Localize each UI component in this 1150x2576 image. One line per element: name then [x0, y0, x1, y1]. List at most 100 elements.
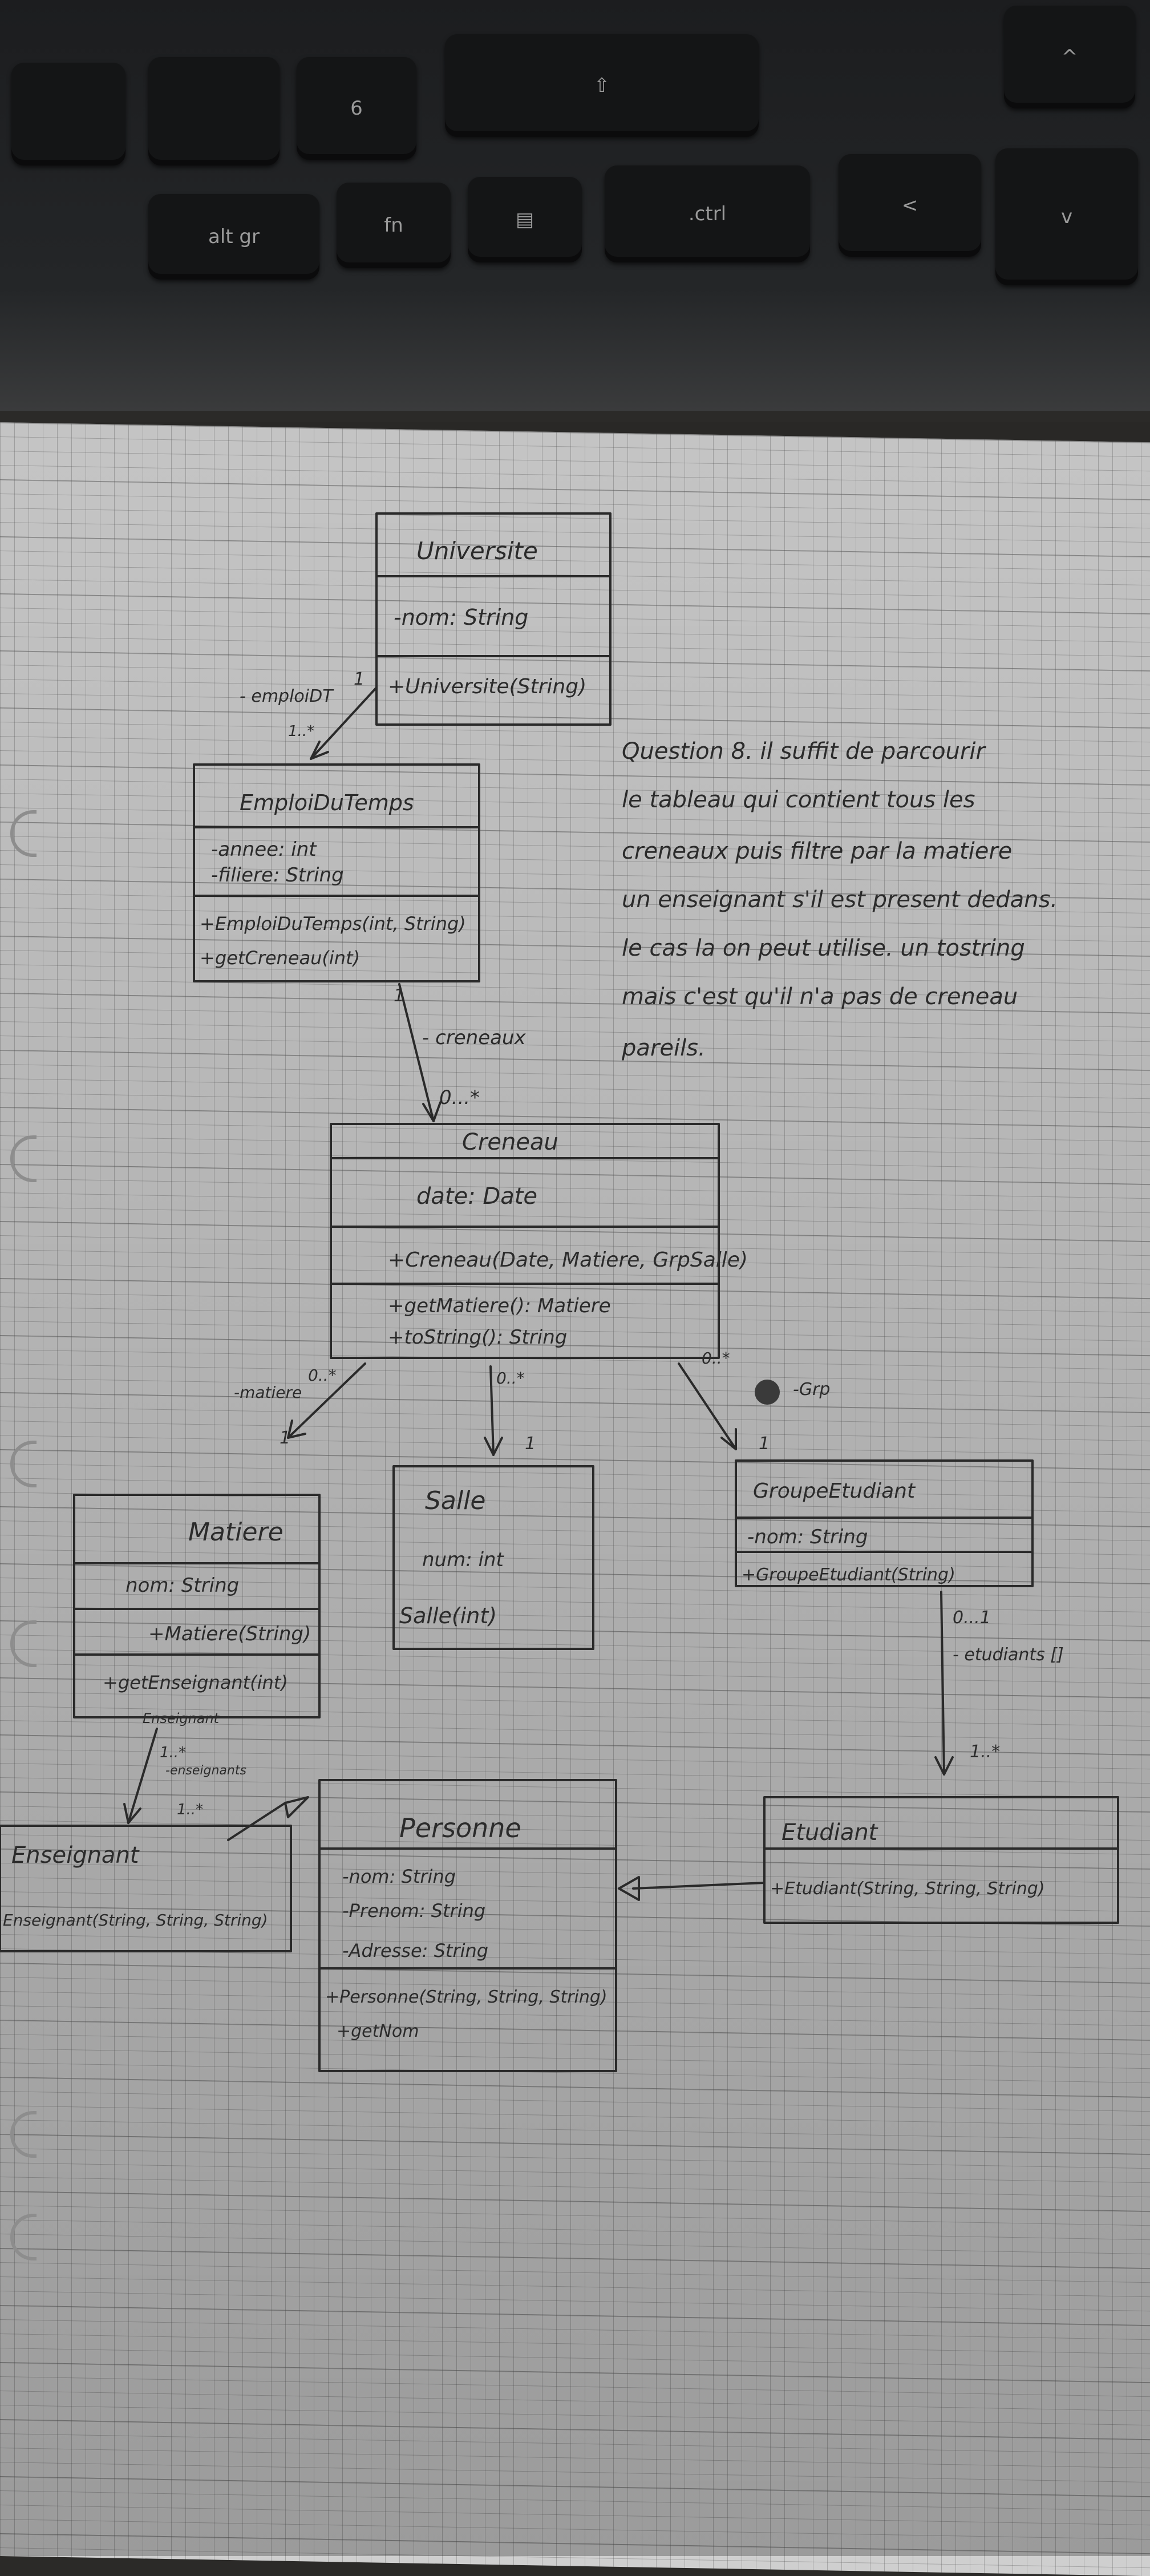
role-label: -matiere	[234, 1383, 302, 1402]
key-ctrl[interactable]: .ctrl	[605, 165, 810, 262]
mult-label: 0..*	[496, 1369, 525, 1388]
assoc-edt-creneau	[398, 983, 435, 1122]
note-line: un enseignant s'il est present dedans.	[622, 887, 1058, 913]
assoc-creneau-salle	[489, 1365, 495, 1456]
mult-label: 1..*	[288, 723, 314, 740]
assoc-univ-edt	[310, 686, 378, 760]
assoc-creneau-matiere	[287, 1362, 366, 1439]
arrow-head	[934, 1756, 954, 1776]
class-attr: num: int	[422, 1548, 504, 1571]
class-name: Universite	[416, 537, 538, 565]
class-method: Enseignant(String, String, String)	[3, 1911, 268, 1930]
mult-label: 1	[280, 1428, 290, 1448]
class-name: Salle	[425, 1486, 485, 1515]
class-attr: nom: String	[125, 1574, 239, 1597]
class-name: Personne	[399, 1813, 521, 1843]
arrow-head	[720, 1428, 737, 1450]
class-universite: Universite -nom: String +Universite(Stri…	[375, 512, 612, 726]
key-up[interactable]: ^	[1004, 6, 1135, 108]
arrow-head	[287, 1420, 306, 1439]
class-attr: -filiere: String	[211, 864, 344, 887]
class-attr: -annee: int	[211, 838, 317, 861]
arrow-head	[422, 1101, 442, 1122]
mult-label: 0...*	[439, 1086, 480, 1109]
class-attr: -nom: String	[747, 1526, 868, 1548]
class-method: +getNom	[337, 2021, 419, 2041]
class-method: +EmploiDuTemps(int, String)	[200, 913, 466, 935]
assoc-creneau-groupe	[678, 1362, 737, 1450]
note-line: le tableau qui contient tous les	[622, 787, 975, 813]
mult-label: 1	[759, 1434, 770, 1454]
mult-label: 0..*	[308, 1366, 337, 1385]
class-emploi-du-temps: EmploiDuTemps -annee: int -filiere: Stri…	[193, 763, 480, 982]
class-groupe-etudiant: GroupeEtudiant -nom: String +GroupeEtudi…	[735, 1459, 1034, 1587]
role-label: - creneaux	[422, 1026, 527, 1049]
class-method: +toString(): String	[388, 1326, 567, 1349]
key-other2[interactable]	[148, 57, 280, 165]
role-label: - emploiDT	[240, 686, 334, 706]
class-name: Etudiant	[781, 1819, 878, 1846]
key-down[interactable]: v	[995, 148, 1138, 285]
arrow-head	[484, 1437, 503, 1456]
key-fn[interactable]: fn	[337, 183, 451, 268]
mult-label: 0..*	[702, 1349, 730, 1368]
class-method: +Personne(String, String, String)	[325, 1987, 608, 2007]
role-label: -enseignants	[165, 1764, 246, 1778]
class-method: +Universite(String)	[388, 675, 586, 698]
mult-label: 1	[394, 986, 404, 1006]
inherit-etudiant-personne	[632, 1882, 766, 1890]
note-line: le cas la on peut utilise. un tostring	[622, 935, 1025, 961]
key-other[interactable]	[11, 63, 125, 165]
class-method: +Etudiant(String, String, String)	[770, 1879, 1045, 1899]
assoc-matiere-enseignant	[127, 1728, 158, 1824]
inherit-enseignant-personne	[227, 1802, 286, 1841]
mult-label: 1..*	[177, 1801, 203, 1818]
class-attr: -Prenom: String	[342, 1900, 485, 1922]
key-left[interactable]: <	[839, 154, 981, 257]
mult-label: 1..*	[160, 1744, 186, 1761]
arrow-head	[123, 1803, 141, 1824]
class-salle: Salle num: int Salle(int)	[392, 1465, 594, 1650]
key-altgr[interactable]: alt gr	[148, 194, 319, 280]
class-name: GroupeEtudiant	[753, 1479, 916, 1503]
assoc-groupe-etudiant	[940, 1591, 945, 1776]
key-6[interactable]: 6	[297, 57, 416, 160]
role-label: -Grp	[793, 1380, 830, 1400]
class-name: Enseignant	[11, 1842, 140, 1869]
mult-label: 1	[354, 669, 365, 689]
inherit-triangle	[284, 1796, 309, 1818]
mult-label: 1..*	[970, 1742, 1000, 1762]
class-method: +Matiere(String)	[148, 1623, 311, 1645]
class-method: +getEnseignant(int)	[103, 1672, 288, 1693]
ink-blot	[755, 1380, 780, 1405]
mult-label: 0...1	[953, 1608, 991, 1628]
class-name: EmploiDuTemps	[240, 790, 414, 815]
role-label: Enseignant	[143, 1710, 220, 1726]
class-method: +GroupeEtudiant(String)	[742, 1565, 955, 1585]
key-shift[interactable]: ⇧	[445, 34, 759, 137]
inherit-triangle	[618, 1876, 640, 1901]
class-attr: -nom: String	[342, 1866, 456, 1887]
note-line: creneaux puis filtre par la matiere	[622, 838, 1012, 864]
class-name: Creneau	[462, 1129, 558, 1155]
note-line: pareils.	[621, 1035, 706, 1061]
class-method: Salle(int)	[399, 1603, 497, 1628]
key-menu[interactable]: ▤	[468, 177, 582, 262]
class-personne: Personne -nom: String -Prenom: String -A…	[318, 1779, 617, 2072]
class-name: Matiere	[188, 1518, 284, 1547]
mult-label: 1	[525, 1434, 536, 1454]
class-method: +getCreneau(int)	[200, 947, 360, 969]
class-method: +Creneau(Date, Matiere, GrpSalle)	[388, 1248, 748, 1272]
handwritten-note: Question 8. il suffit de parcourir le ta…	[621, 738, 1058, 1061]
keyboard-background: alt gr fn ▤ .ctrl < v ^ ⇧ 6	[0, 0, 1150, 411]
class-attr: -Adresse: String	[342, 1940, 488, 1962]
class-attr: -nom: String	[394, 605, 528, 630]
role-label: - etudiants []	[953, 1645, 1064, 1665]
class-attr: date: Date	[416, 1183, 537, 1210]
class-creneau: Creneau date: Date +Creneau(Date, Matier…	[330, 1123, 748, 1359]
class-etudiant: Etudiant +Etudiant(String, String, Strin…	[763, 1796, 1119, 1924]
class-method: +getMatiere(): Matiere	[388, 1295, 611, 1317]
note-line: Question 8. il suffit de parcourir	[622, 738, 986, 765]
arrow-head	[310, 741, 329, 760]
note-line: mais c'est qu'il n'a pas de creneau	[622, 984, 1018, 1010]
